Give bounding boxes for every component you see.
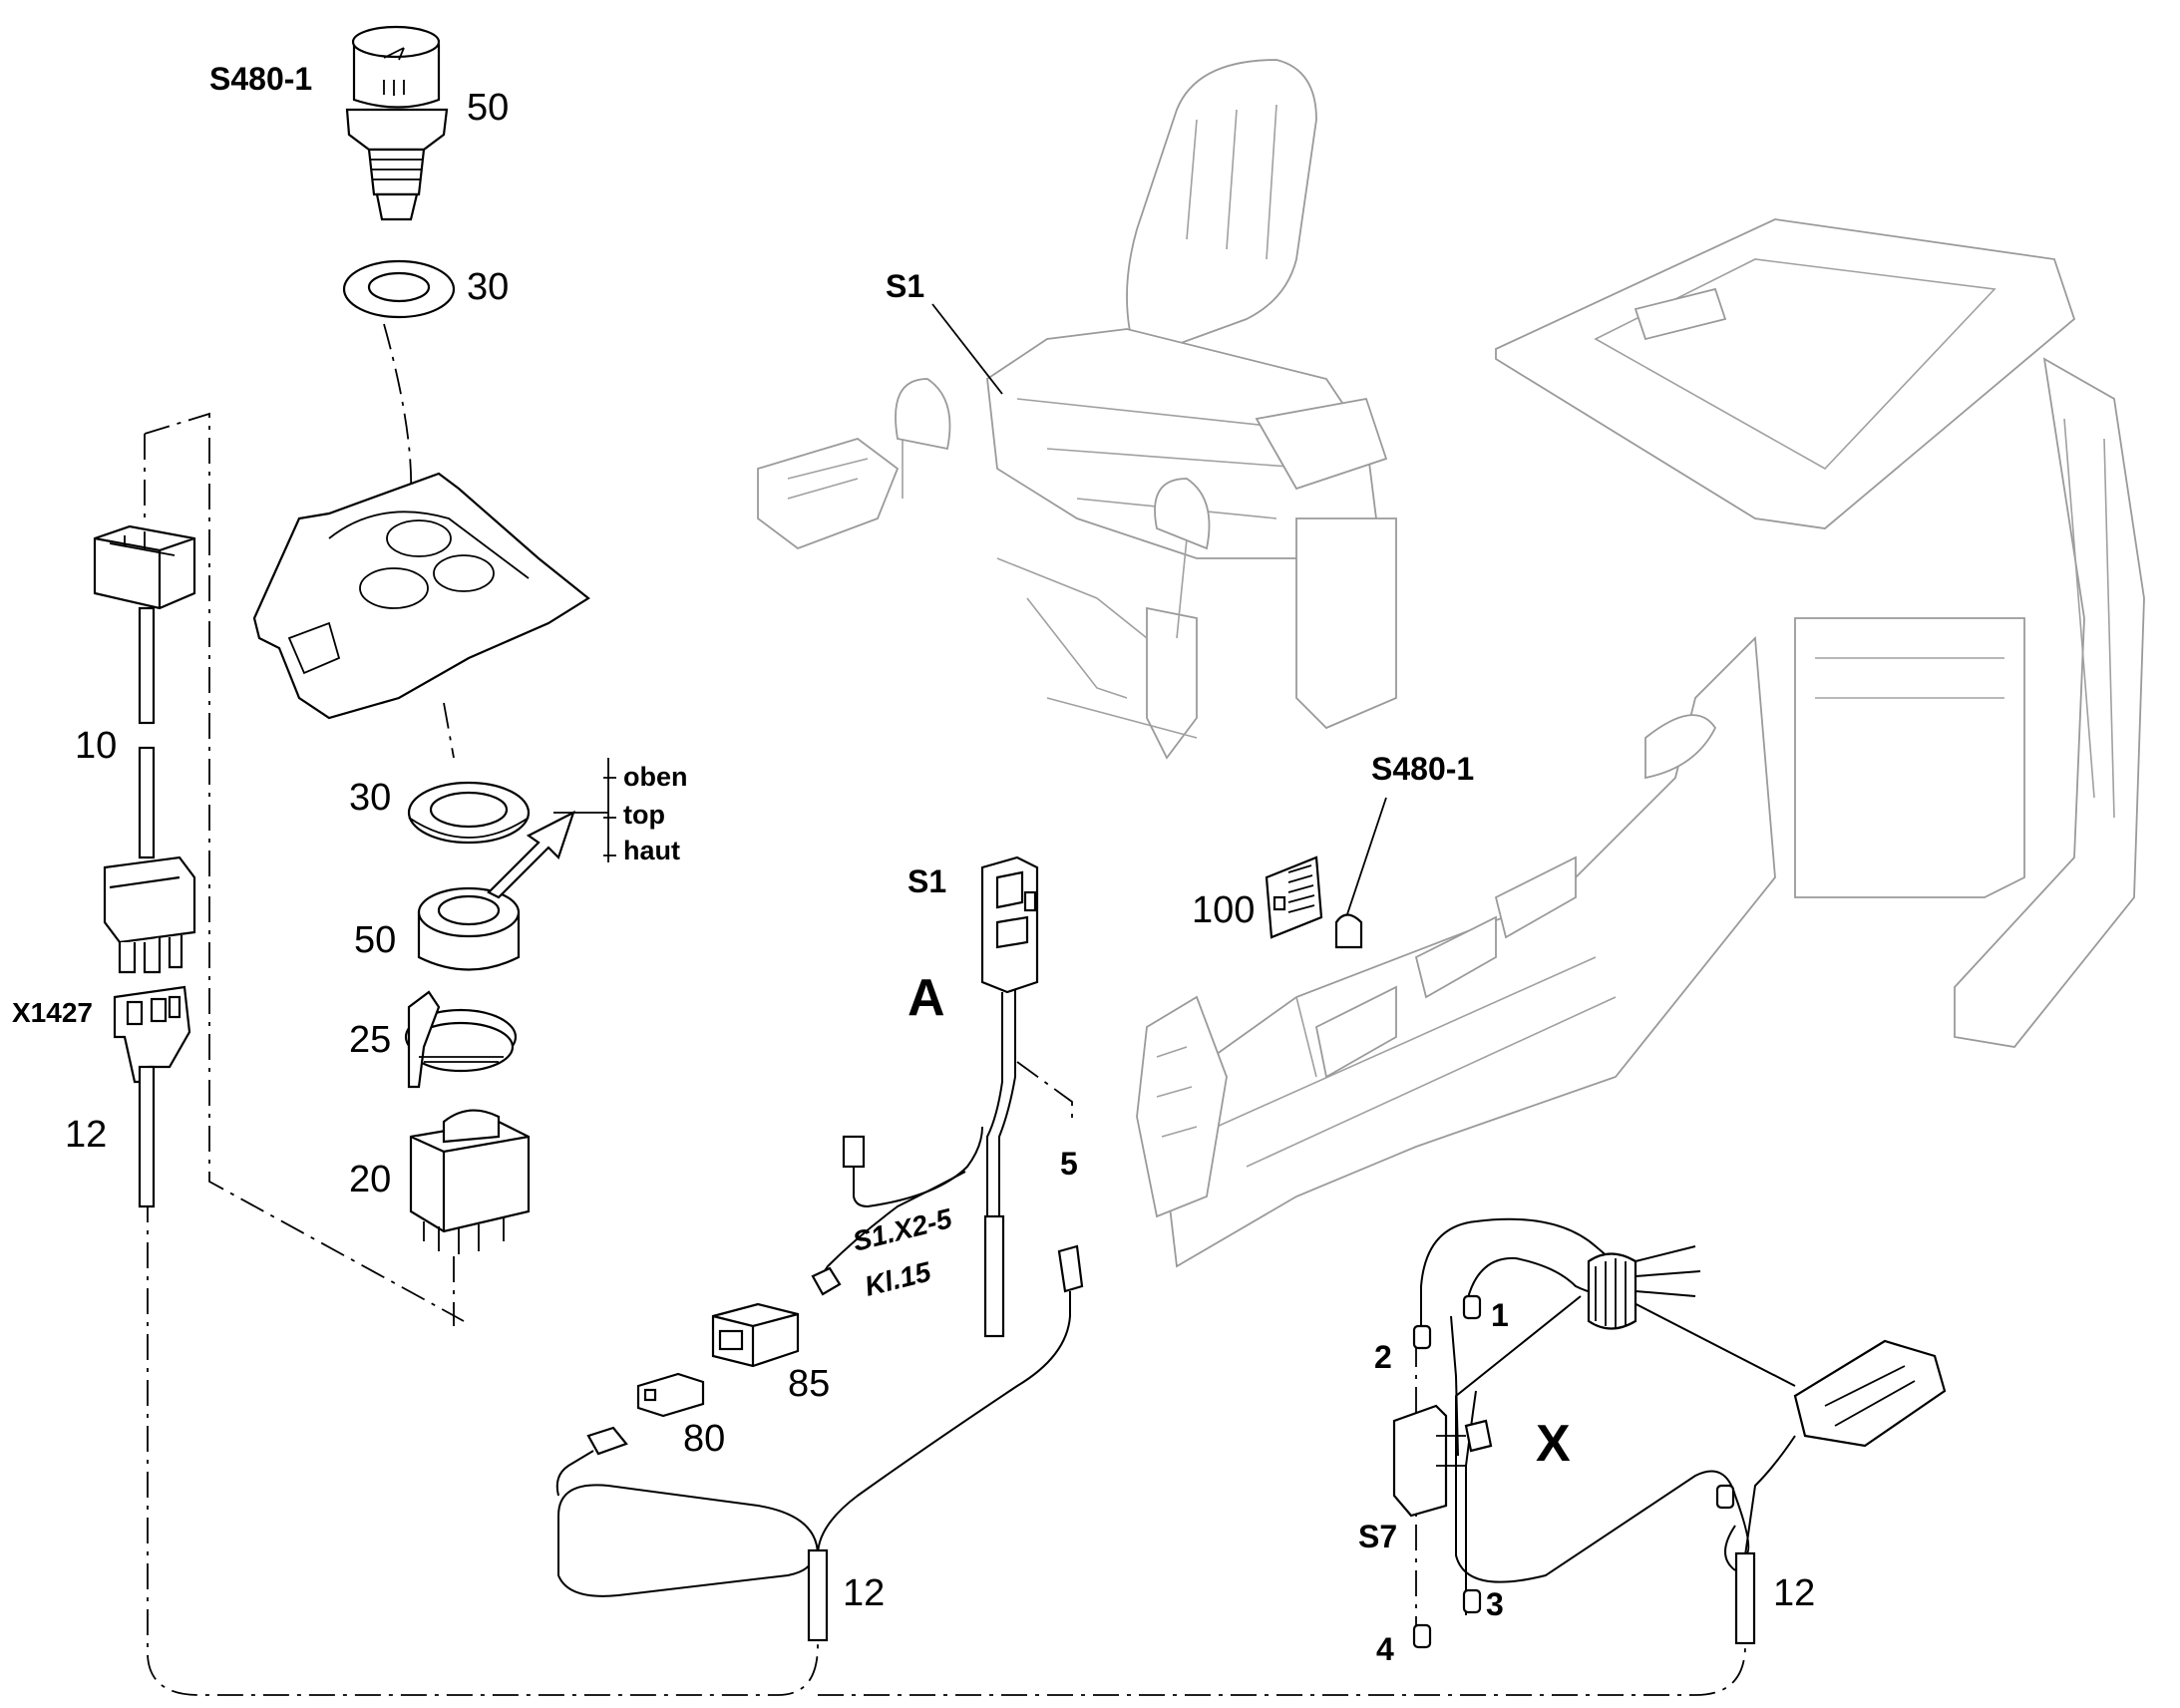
cab-frame-illustration xyxy=(1136,218,2145,1268)
label-10: 10 xyxy=(75,725,117,767)
label-5: 5 xyxy=(1060,1146,1078,1182)
label-30-mid: 30 xyxy=(349,777,391,819)
guide-axis-mid xyxy=(443,702,455,759)
nut-50-mid xyxy=(417,886,521,971)
mounting-plate xyxy=(252,472,590,720)
leader-s480-cab xyxy=(1345,797,1387,918)
switch-s480-1 xyxy=(345,25,449,221)
relay-20 xyxy=(409,1109,531,1254)
label-80: 80 xyxy=(683,1418,725,1460)
label-pin-1: 1 xyxy=(1491,1297,1509,1333)
clamp-25 xyxy=(404,990,518,1089)
terminal-80 xyxy=(636,1372,705,1418)
label-s1x25: S1.X2-5 xyxy=(850,1202,955,1257)
guide-bottom-loop xyxy=(147,1196,1746,1696)
harness-s1x25 xyxy=(811,1126,983,1296)
label-50-top: 50 xyxy=(467,87,509,129)
label-20: 20 xyxy=(349,1159,391,1200)
label-12-left: 12 xyxy=(65,1114,107,1156)
harness-x xyxy=(1412,1217,1947,1649)
washer-30-top xyxy=(342,259,456,319)
guide-s1-to-5 xyxy=(1016,1061,1073,1122)
label-view-a: A xyxy=(908,969,945,1027)
label-pin-3: 3 xyxy=(1486,1586,1504,1622)
label-85: 85 xyxy=(788,1363,830,1405)
label-12-mid: 12 xyxy=(843,1572,885,1614)
label-100: 100 xyxy=(1192,889,1255,931)
connector-x1427 xyxy=(113,985,191,1208)
label-12-right: 12 xyxy=(1773,1572,1815,1614)
leader-s1-seat xyxy=(931,303,1003,395)
ring-30-mid xyxy=(407,781,531,845)
label-x1427: X1427 xyxy=(12,997,93,1028)
terminal-85 xyxy=(711,1302,800,1368)
guide-axis-top xyxy=(383,323,413,519)
note-haut: haut xyxy=(623,836,680,865)
label-s1-seat: S1 xyxy=(886,268,924,304)
label-plate-100 xyxy=(1265,855,1363,949)
label-25: 25 xyxy=(349,1019,391,1061)
s1-connector xyxy=(980,855,1039,1338)
label-s7: S7 xyxy=(1358,1519,1397,1554)
label-view-x: X xyxy=(1536,1415,1571,1473)
label-30-top: 30 xyxy=(467,266,509,308)
label-pin-4: 4 xyxy=(1376,1631,1394,1667)
harness-5 xyxy=(555,1244,1084,1642)
label-kl15: Kl.15 xyxy=(862,1255,934,1301)
connector-housing-10 xyxy=(93,524,196,974)
operator-seat-illustration xyxy=(757,59,1397,760)
switch-s7 xyxy=(1392,1404,1493,1518)
label-s480-cab: S480-1 xyxy=(1371,751,1474,787)
label-pin-2: 2 xyxy=(1374,1339,1392,1375)
guide-frame xyxy=(144,412,465,1322)
note-top: top xyxy=(623,800,665,830)
orientation-arrow xyxy=(487,777,616,899)
label-s480-top: S480-1 xyxy=(209,61,312,97)
label-50-mid: 50 xyxy=(354,919,396,961)
note-oben: oben xyxy=(623,762,688,792)
label-s1-connector: S1 xyxy=(908,863,946,899)
